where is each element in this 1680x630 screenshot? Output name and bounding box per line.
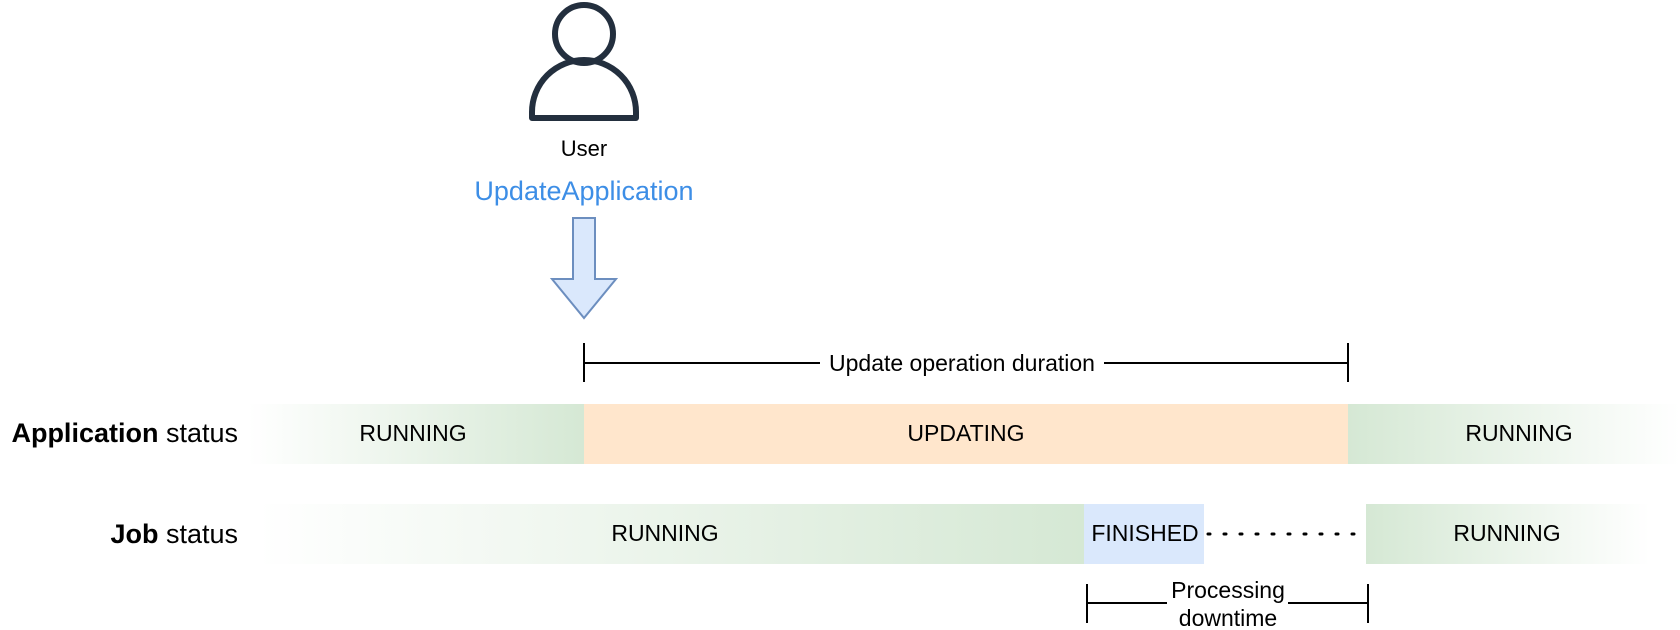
application-running-segment-2 <box>1348 404 1680 464</box>
down-arrow-icon <box>549 217 619 320</box>
job-segment-1-label: RUNNING <box>611 520 718 546</box>
application-updating-segment <box>584 404 1348 464</box>
application-running-segment-1 <box>248 404 584 464</box>
job-segment-3-label: RUNNING <box>1453 520 1560 546</box>
downtime-label-line-2: downtime <box>1179 605 1277 630</box>
application-segment-2-label: UPDATING <box>907 420 1024 446</box>
duration-label: Update operation duration <box>829 350 1095 376</box>
job-status-label-rest: status <box>158 519 238 549</box>
job-status-label-bold: Job <box>110 519 158 549</box>
application-status-label: Application status <box>11 418 238 448</box>
application-segment-1-label: RUNNING <box>359 420 466 446</box>
job-status-label: Job status <box>110 519 238 549</box>
user-icon <box>529 2 639 121</box>
application-segment-3-label: RUNNING <box>1465 420 1572 446</box>
job-finished-segment <box>1084 504 1204 564</box>
job-running-segment-2 <box>1366 504 1650 564</box>
user-label: User <box>561 136 607 161</box>
application-status-label-rest: status <box>158 418 238 448</box>
job-running-segment-1 <box>258 504 1084 564</box>
duration-bracket <box>583 343 1349 382</box>
downtime-label-line-1: Processing <box>1171 577 1285 603</box>
update-application-action: UpdateApplication <box>474 176 693 206</box>
downtime-bracket <box>1086 584 1369 623</box>
job-segment-2-label: FINISHED <box>1091 520 1198 546</box>
application-status-label-bold: Application <box>11 418 158 448</box>
